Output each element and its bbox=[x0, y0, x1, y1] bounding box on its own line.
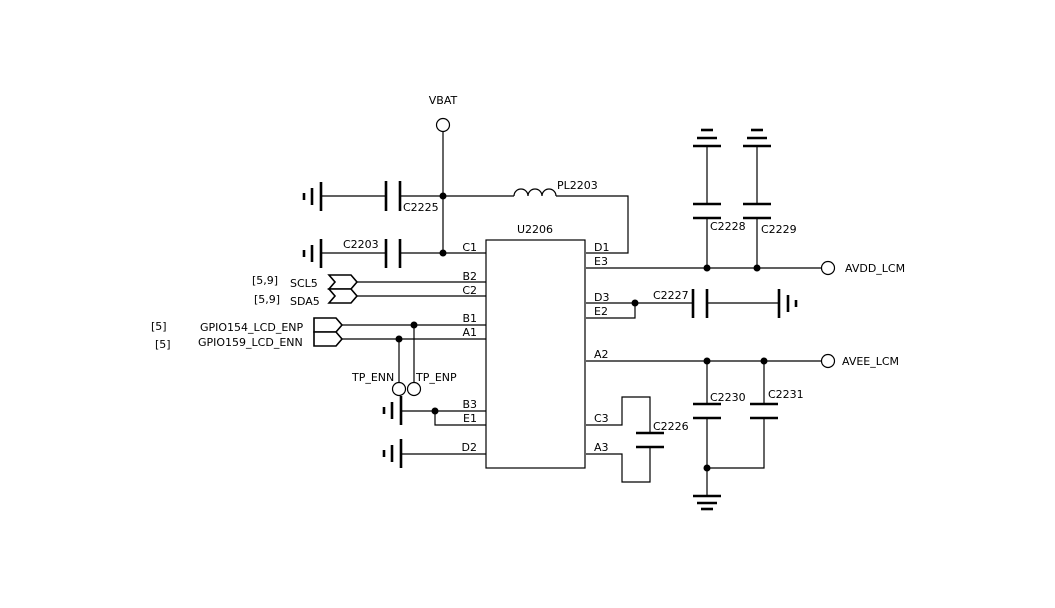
pin-d2: D2 bbox=[462, 441, 477, 454]
capacitor-c2228 bbox=[693, 128, 721, 268]
scl5-label: SCL5 bbox=[290, 277, 318, 290]
sda5-ref: [5,9] bbox=[254, 293, 280, 306]
pin-a3: A3 bbox=[594, 441, 609, 454]
pin-c3: C3 bbox=[594, 412, 609, 425]
capacitor-c2230 bbox=[693, 361, 721, 496]
pin-b2: B2 bbox=[462, 270, 477, 283]
ground-icon bbox=[777, 289, 798, 318]
tp-enp-label: TP_ENP bbox=[415, 371, 457, 384]
junction-dot bbox=[703, 464, 711, 472]
pin-e3: E3 bbox=[594, 255, 608, 268]
capacitor-c2203 bbox=[321, 239, 486, 268]
capacitor-c2226 bbox=[636, 431, 664, 449]
sda5-label: SDA5 bbox=[290, 295, 320, 308]
capacitor-c2231 bbox=[707, 361, 778, 469]
tp-enp-terminal bbox=[406, 381, 422, 397]
capacitor-c2225 bbox=[321, 181, 443, 211]
junction-dot bbox=[439, 249, 447, 257]
avdd-label: AVDD_LCM bbox=[845, 262, 905, 275]
c2226-label: C2226 bbox=[653, 420, 689, 433]
pin-b3: B3 bbox=[462, 398, 477, 411]
pin-e2: E2 bbox=[594, 305, 608, 318]
capacitor-c2227 bbox=[691, 289, 779, 318]
c2203-label: C2203 bbox=[343, 238, 379, 251]
avee-terminal bbox=[820, 353, 836, 369]
scl5-port-icon bbox=[327, 274, 359, 290]
e1-wire bbox=[434, 411, 486, 426]
ground-icon bbox=[382, 439, 403, 468]
ic-u2206-body bbox=[485, 239, 586, 469]
tp-enn-label: TP_ENN bbox=[351, 371, 394, 384]
enp-label: GPIO154_LCD_ENP bbox=[200, 321, 304, 334]
capacitor-c2229 bbox=[743, 128, 771, 268]
c2228-label: C2228 bbox=[710, 220, 746, 233]
ground-icon bbox=[302, 239, 323, 268]
pin-c1: C1 bbox=[462, 241, 477, 254]
c2227-label: C2227 bbox=[653, 289, 689, 302]
enp-port-icon bbox=[313, 317, 344, 333]
ground-icon bbox=[382, 396, 403, 425]
e2-wire bbox=[586, 303, 636, 319]
enn-label: GPIO159_LCD_ENN bbox=[198, 336, 303, 349]
pin-d3: D3 bbox=[594, 291, 609, 304]
tp-enn-terminal bbox=[391, 381, 407, 397]
ic-ref-label: U2206 bbox=[517, 223, 553, 236]
junction-dot bbox=[631, 299, 639, 307]
c2230-label: C2230 bbox=[710, 391, 746, 404]
enn-ref: [5] bbox=[155, 338, 171, 351]
c3-wire bbox=[586, 396, 651, 433]
avdd-terminal bbox=[820, 260, 836, 276]
junction-dot bbox=[439, 192, 447, 200]
ground-icon bbox=[693, 494, 721, 511]
pin-b1: B1 bbox=[462, 312, 477, 325]
sda5-port-icon bbox=[327, 288, 359, 304]
pin-d1: D1 bbox=[594, 241, 609, 254]
a3-wire bbox=[586, 447, 651, 483]
scl5-ref: [5,9] bbox=[252, 274, 278, 287]
enp-ref: [5] bbox=[151, 320, 167, 333]
c2231-label: C2231 bbox=[768, 388, 804, 401]
pin-e1: E1 bbox=[463, 412, 477, 425]
vbat-terminal bbox=[435, 117, 451, 253]
vbat-label: VBAT bbox=[429, 94, 458, 107]
enn-port-icon bbox=[313, 331, 344, 347]
pl2203-label: PL2203 bbox=[557, 179, 598, 192]
c2225-label: C2225 bbox=[403, 201, 439, 214]
junction-dot bbox=[431, 407, 439, 415]
pin-c2: C2 bbox=[462, 284, 477, 297]
pin-a1: A1 bbox=[462, 326, 477, 339]
pin-a2: A2 bbox=[594, 348, 609, 361]
c2229-label: C2229 bbox=[761, 223, 797, 236]
inductor-pl2203 bbox=[443, 188, 629, 254]
avee-label: AVEE_LCM bbox=[842, 355, 899, 368]
ground-icon bbox=[302, 182, 323, 211]
